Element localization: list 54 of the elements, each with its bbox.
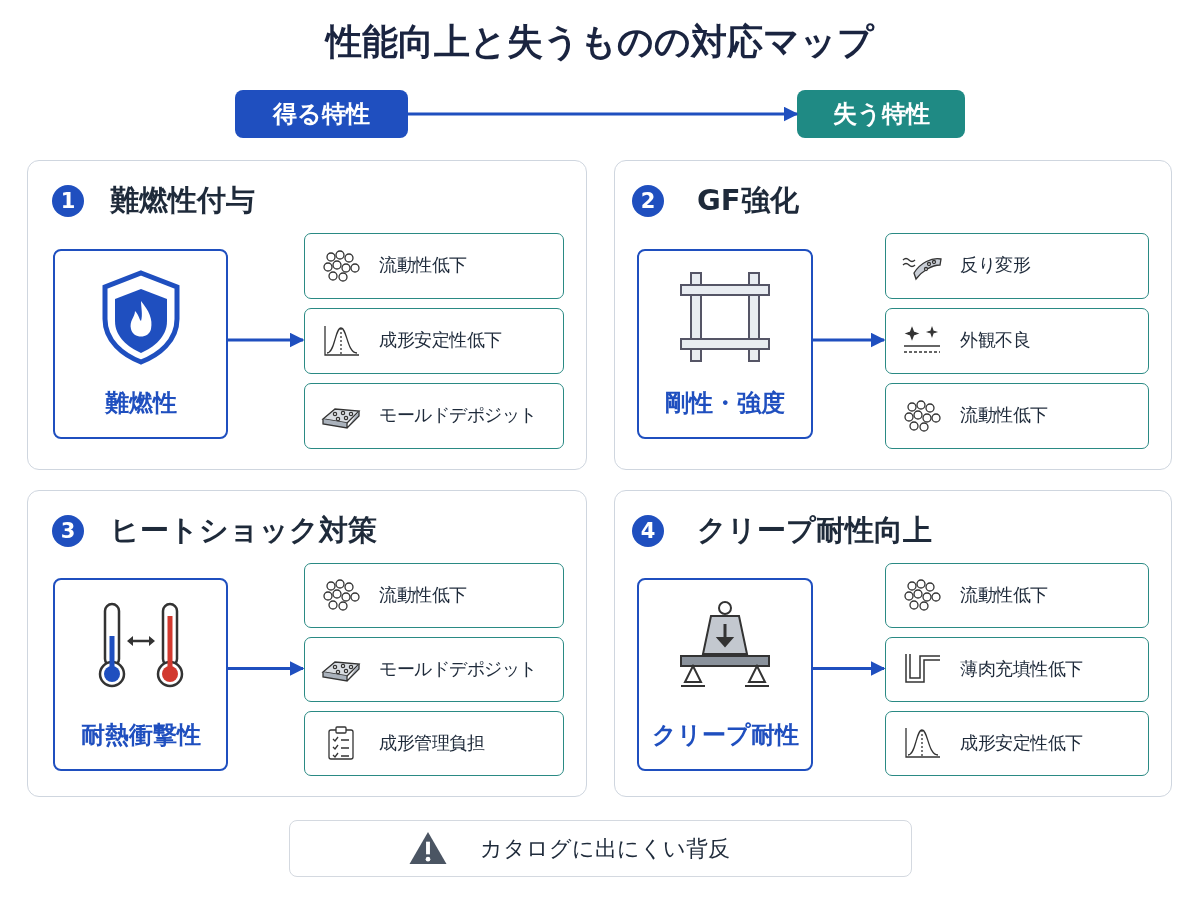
loss-label: 流動性低下 <box>379 253 467 277</box>
number-badge: 1 <box>52 185 84 217</box>
panel-card <box>27 490 587 797</box>
loss-label: 反り変形 <box>960 253 1030 277</box>
gain-box <box>637 578 813 771</box>
loss-label: モールドデポジット <box>379 403 537 427</box>
panel-card <box>614 490 1172 797</box>
loss-box <box>885 383 1149 449</box>
loss-box <box>304 637 564 702</box>
arrow <box>227 661 305 676</box>
loss-label: 成形安定性低下 <box>960 730 1083 755</box>
panel-heading: クリープ耐性向上 <box>697 512 932 549</box>
loss-label: 外観不良 <box>960 328 1030 352</box>
loss-header-pill: 失う特性 <box>797 90 965 138</box>
number-badge: 3 <box>52 515 84 547</box>
panel-heading: 難燃性付与 <box>110 182 255 219</box>
loss-label: 流動性低下 <box>960 582 1048 607</box>
loss-box <box>304 563 564 628</box>
loss-box <box>885 308 1149 374</box>
loss-box <box>885 711 1149 776</box>
gain-label: 難燃性 <box>103 388 178 419</box>
panel-heading: GF強化 <box>697 182 799 219</box>
arrow <box>408 106 799 122</box>
arrow <box>812 661 886 676</box>
gain-label: 剛性・強度 <box>664 388 786 419</box>
loss-label: 薄肉充填性低下 <box>960 656 1083 681</box>
number-badge: 2 <box>632 185 664 217</box>
loss-label: モールドデポジット <box>379 656 537 681</box>
panel-card <box>614 160 1172 470</box>
panel-card <box>27 160 587 470</box>
loss-box <box>304 233 564 299</box>
gain-box <box>637 249 813 439</box>
loss-box <box>304 711 564 776</box>
note-box <box>289 820 912 877</box>
loss-box <box>304 383 564 449</box>
loss-box <box>304 308 564 374</box>
panel-heading: ヒートショック対策 <box>110 512 377 549</box>
loss-label: 成形安定性低下 <box>379 328 502 352</box>
number-badge: 4 <box>632 515 664 547</box>
loss-box <box>885 563 1149 628</box>
note-text: カタログに出にくい背反 <box>480 835 730 863</box>
loss-box <box>885 637 1149 702</box>
gain-box <box>53 578 228 771</box>
arrow <box>812 332 886 348</box>
arrow <box>227 332 305 348</box>
gain-label: クリープ耐性 <box>650 720 800 751</box>
title: 性能向上と失うものの対応マップ <box>323 20 876 64</box>
loss-label: 流動性低下 <box>960 403 1048 427</box>
loss-label: 流動性低下 <box>379 582 467 607</box>
gain-header-pill: 得る特性 <box>235 90 408 138</box>
gain-label: 耐熱衝撃性 <box>79 720 202 751</box>
gain-box <box>53 249 228 439</box>
loss-box <box>885 233 1149 299</box>
loss-label: 成形管理負担 <box>379 730 484 755</box>
